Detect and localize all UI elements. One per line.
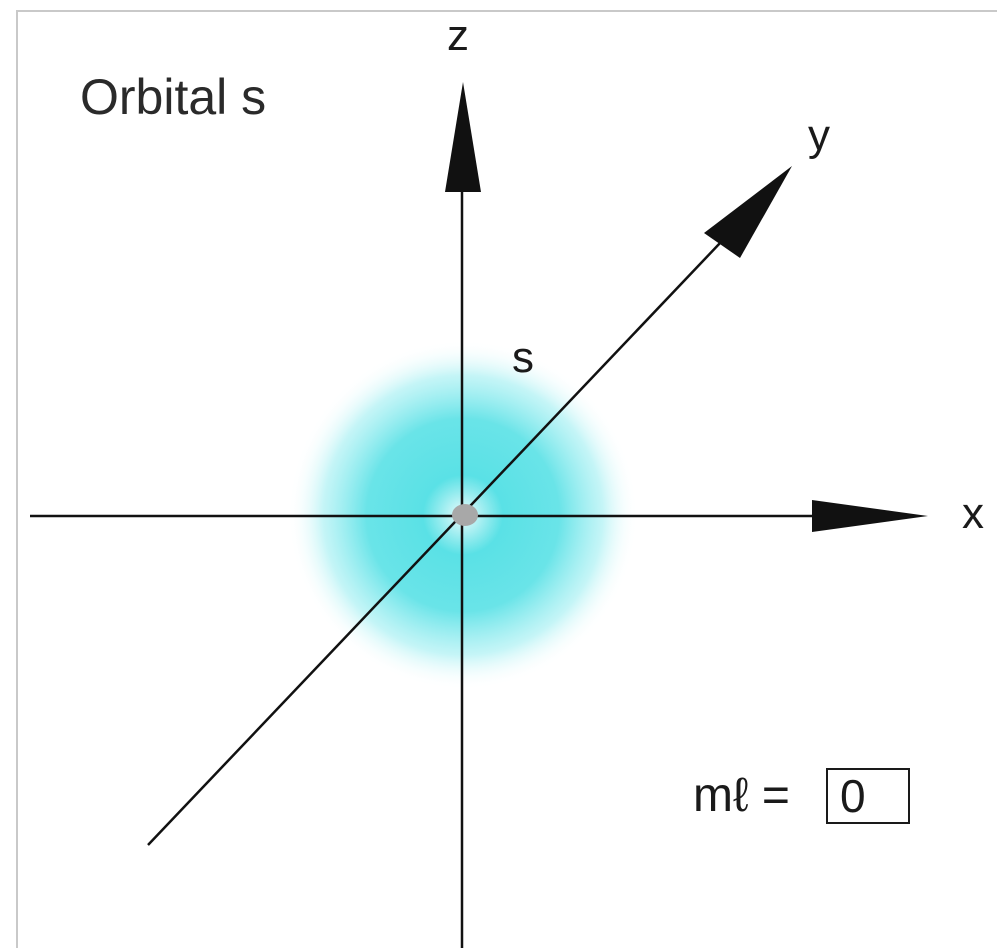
x-axis-arrowhead [812, 500, 928, 532]
frame-top-border [18, 10, 997, 12]
magnetic-number-value-box: 0 [826, 768, 910, 824]
orbital-type-label: s [512, 333, 534, 382]
diagram-title: Orbital s [80, 69, 267, 125]
magnetic-number-label: mℓ = [693, 769, 790, 822]
x-axis-label: x [962, 489, 984, 538]
z-axis-arrowhead [445, 82, 481, 192]
y-axis-label: y [808, 111, 830, 160]
frame-left-border [16, 10, 18, 948]
nucleus-dot [452, 504, 478, 526]
z-axis-label: z [447, 11, 469, 60]
y-axis-line [147, 221, 741, 846]
y-axis-arrowhead [704, 166, 792, 258]
